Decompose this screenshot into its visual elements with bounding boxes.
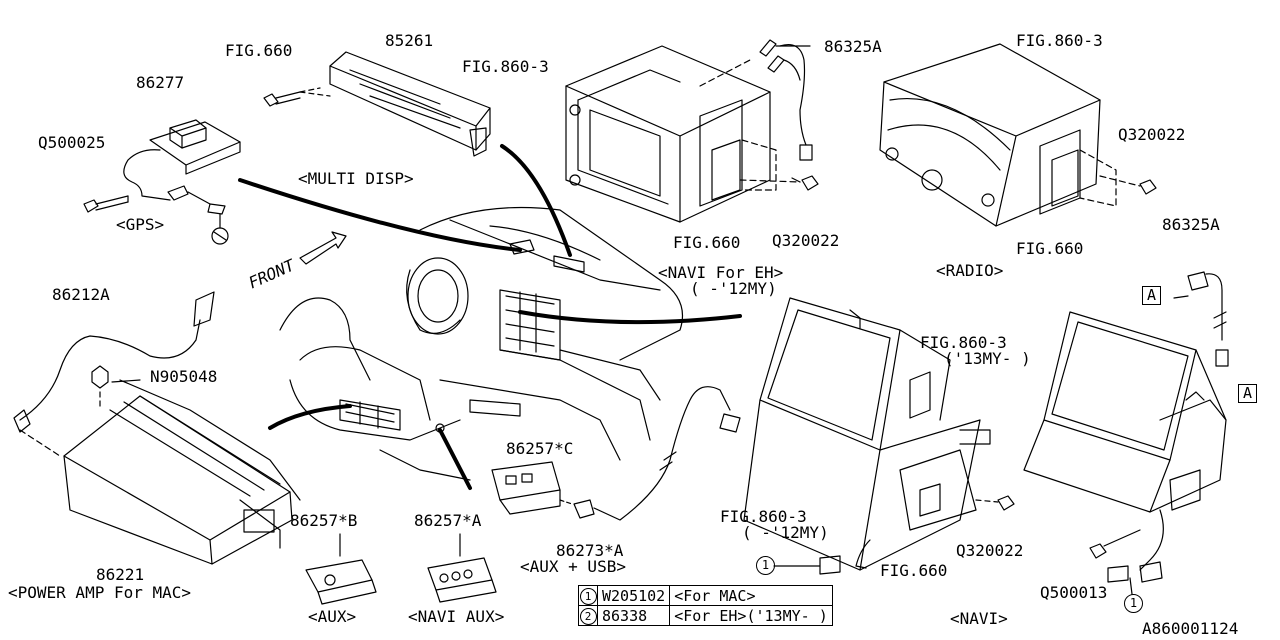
- part-label-86325a-top: 86325A: [824, 37, 882, 56]
- part-label-86221: 86221: [96, 565, 145, 584]
- gps-antenna-drawing: [84, 120, 240, 244]
- caption-power-amp: <POWER AMP For MAC>: [8, 583, 192, 602]
- part-label-86273a: 86273*A: [556, 541, 624, 560]
- diagram-id: A860001124: [1142, 619, 1239, 638]
- legend-number: 1: [579, 588, 597, 605]
- caption-aux: <AUX>: [308, 607, 357, 626]
- part-label-n905048: N905048: [150, 367, 218, 386]
- caption-aux-usb: <AUX + USB>: [520, 557, 626, 576]
- caption-navi: <NAVI>: [950, 609, 1008, 628]
- part-label-86277: 86277: [136, 73, 185, 92]
- ref-label-fig660-navi-eh: FIG.660: [673, 233, 741, 252]
- reference-box-a-top: A: [1142, 286, 1162, 305]
- legend-number: 2: [579, 608, 597, 625]
- car-interior-drawing: [240, 146, 740, 488]
- part-label-86212a: 86212A: [52, 285, 110, 304]
- ref-label-fig8603-navi-12my-range: ( -'12MY): [742, 523, 829, 542]
- radio-unit-drawing: [880, 44, 1156, 226]
- ref-label-fig8603-navi-13my: FIG.860-3: [920, 333, 1007, 352]
- part-label-q500013: Q500013: [1040, 583, 1108, 602]
- caption-radio: <RADIO>: [936, 261, 1004, 280]
- part-label-86325a-right: 86325A: [1162, 215, 1220, 234]
- legend-note: <For EH>('13MY- ): [669, 605, 833, 626]
- ref-label-fig8603-radio: FIG.860-3: [1016, 31, 1103, 50]
- part-label-86257b: 86257*B: [290, 511, 358, 530]
- part-label-86257c: 86257*C: [506, 439, 574, 458]
- multi-display-drawing: [264, 52, 490, 156]
- caption-multi-disp: <MULTI DISP>: [298, 169, 414, 188]
- caption-navi-for-eh: <NAVI For EH>: [658, 263, 784, 282]
- legend-row: 2 86338 <For EH>('13MY- ): [578, 605, 833, 626]
- legend-part-number: 86338: [596, 605, 671, 626]
- ref-label-fig660-multi: FIG.660: [225, 41, 293, 60]
- part-label-q500025: Q500025: [38, 133, 106, 152]
- callout-circle-1-left: 1: [756, 556, 775, 575]
- part-label-85261: 85261: [385, 31, 434, 50]
- legend-note: <For MAC>: [669, 585, 833, 606]
- navi-13my-unit-drawing: [1024, 272, 1228, 594]
- ref-label-fig660-navi-12my: FIG.660: [880, 561, 948, 580]
- ref-label-fig8603-navi-12my: FIG.860-3: [720, 507, 807, 526]
- legend-row: 1 W205102 <For MAC>: [578, 585, 833, 606]
- power-amp-drawing: [14, 292, 300, 564]
- caption-navi-aux: <NAVI AUX>: [408, 607, 505, 626]
- reference-box-a-right: A: [1238, 384, 1258, 403]
- navi-eh-unit-drawing: [566, 40, 818, 222]
- caption-navi-for-eh-my: ( -'12MY): [690, 279, 777, 298]
- ref-label-fig8603-navi-eh: FIG.860-3: [462, 57, 549, 76]
- part-label-q320022-navi-12my: Q320022: [956, 541, 1024, 560]
- caption-gps: <GPS>: [116, 215, 165, 234]
- ref-label-fig8603-navi-13my-range: ('13MY- ): [944, 349, 1031, 368]
- part-label-q320022-navi-eh: Q320022: [772, 231, 840, 250]
- part-label-86257a: 86257*A: [414, 511, 482, 530]
- part-label-q320022-radio: Q320022: [1118, 125, 1186, 144]
- navi-12my-unit-drawing: [744, 298, 1014, 574]
- legend-table: 1 W205102 <For MAC> 2 86338 <For EH>('13…: [578, 585, 833, 626]
- ref-label-fig660-radio: FIG.660: [1016, 239, 1084, 258]
- legend-part-number: W205102: [596, 585, 671, 606]
- aux-parts-drawing: [306, 387, 740, 604]
- callout-circle-1-right: 1: [1124, 594, 1143, 613]
